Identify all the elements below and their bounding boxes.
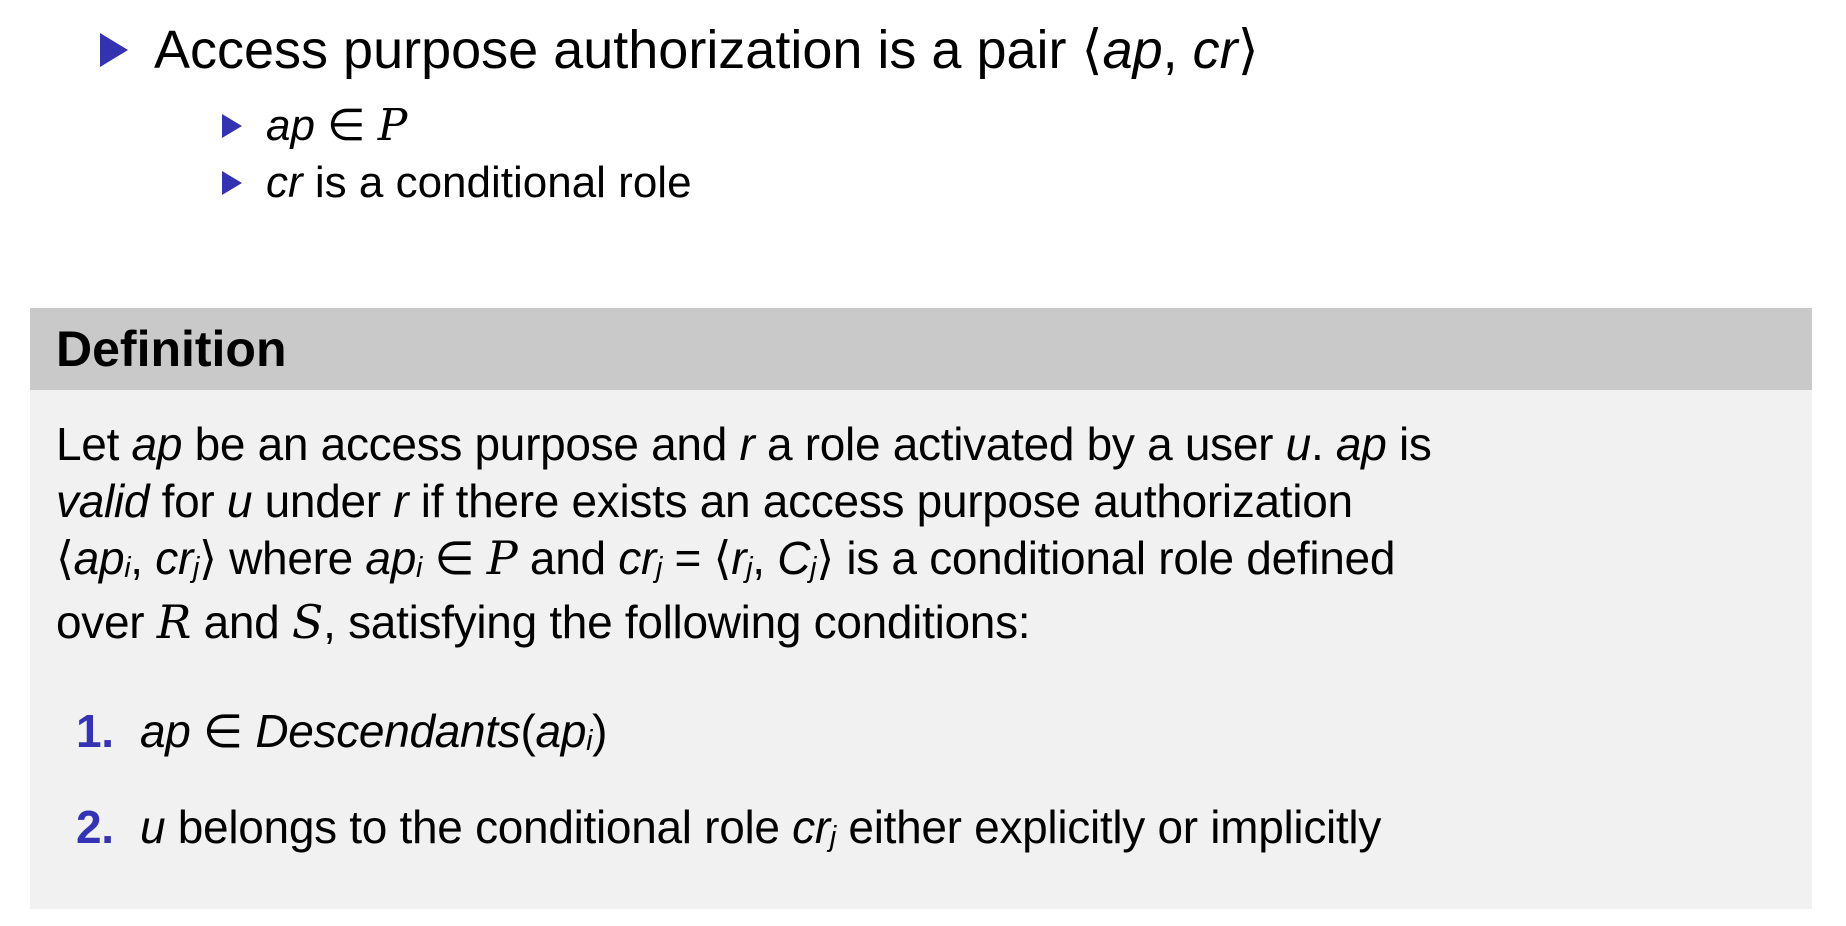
condition-1-number: 1. xyxy=(76,705,114,757)
sub-bullet-item-2: cr is a conditional role xyxy=(222,158,692,208)
bullet-main-text: Access purpose authorization is a pair ⟨… xyxy=(154,20,1259,80)
triangle-bullet-icon xyxy=(222,113,242,138)
triangle-bullet-icon xyxy=(100,32,128,67)
sub-bullet-item-1: ap ∈ P xyxy=(222,100,407,151)
condition-2-number: 2. xyxy=(76,801,114,853)
definition-block-body: Let ap be an access purpose and r a role… xyxy=(30,390,1812,909)
definition-text-line-2: valid for u under r if there exists an a… xyxy=(56,475,1353,527)
definition-block-header: Definition xyxy=(30,308,1812,390)
sub-bullet-1-text: ap ∈ P xyxy=(266,100,408,151)
definition-block-title: Definition xyxy=(56,321,287,377)
sub-bullet-2-text: cr is a conditional role xyxy=(266,158,692,207)
definition-text-line-3: ⟨api, crj⟩ where api ∈ P and crj = ⟨rj, … xyxy=(56,531,1396,585)
definition-block: Definition Let ap be an access purpose a… xyxy=(30,308,1812,909)
bullet-item-main: Access purpose authorization is a pair ⟨… xyxy=(100,18,1259,81)
condition-item-1: 1. ap ∈ Descendants(api) xyxy=(56,703,1802,767)
condition-2-text: u belongs to the conditional role crj ei… xyxy=(140,801,1382,854)
condition-1-text: ap ∈ Descendants(api) xyxy=(140,705,608,758)
definition-text-line-1: Let ap be an access purpose and r a role… xyxy=(56,418,1432,470)
condition-item-2: 2. u belongs to the conditional role crj… xyxy=(56,799,1802,863)
triangle-bullet-icon xyxy=(222,171,242,195)
definition-text-line-4: over R and S, satisfying the following c… xyxy=(56,595,1031,649)
